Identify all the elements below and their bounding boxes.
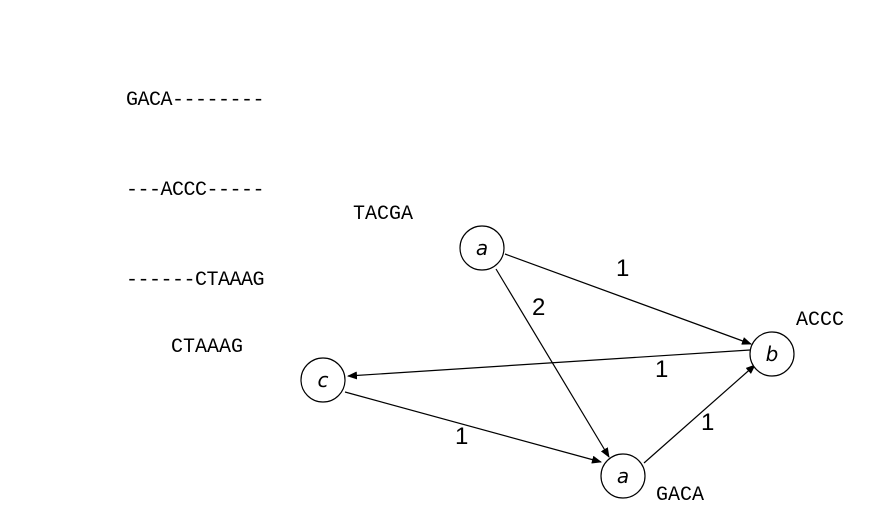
edge-weight: 1	[701, 409, 714, 436]
node-b: b	[749, 331, 795, 377]
edge-weight: 1	[655, 356, 668, 383]
edge-c-to-a-bottom	[344, 391, 602, 464]
sequence-label-accc: ACCC	[796, 309, 844, 332]
sequence-label-gaca: GACA	[656, 484, 704, 507]
edge-weight: 2	[532, 294, 545, 321]
node-label: b	[766, 342, 779, 366]
edge-a-top-to-b	[504, 253, 752, 345]
node-a-bottom: a	[600, 453, 646, 499]
node-c: c	[300, 357, 346, 403]
alignment-row: ---ACCC-----	[126, 179, 265, 202]
alignment-block: GACA-------- ---ACCC----- ------CTAAAG	[126, 26, 265, 326]
node-label: a	[617, 464, 629, 488]
edge-weight: 1	[455, 423, 468, 450]
sequence-label-ctaaag: CTAAAG	[171, 336, 243, 359]
node-label: c	[318, 368, 329, 392]
edge-a-bottom-to-b	[643, 364, 756, 464]
alignment-row: GACA--------	[126, 89, 265, 112]
alignment-row: ------CTAAAG	[126, 269, 265, 292]
edge-weight: 1	[616, 255, 629, 282]
node-label: a	[476, 236, 488, 260]
node-a-top: a	[459, 225, 505, 271]
edge-b-to-c	[347, 349, 751, 380]
sequence-label-tacga: TACGA	[353, 203, 413, 226]
